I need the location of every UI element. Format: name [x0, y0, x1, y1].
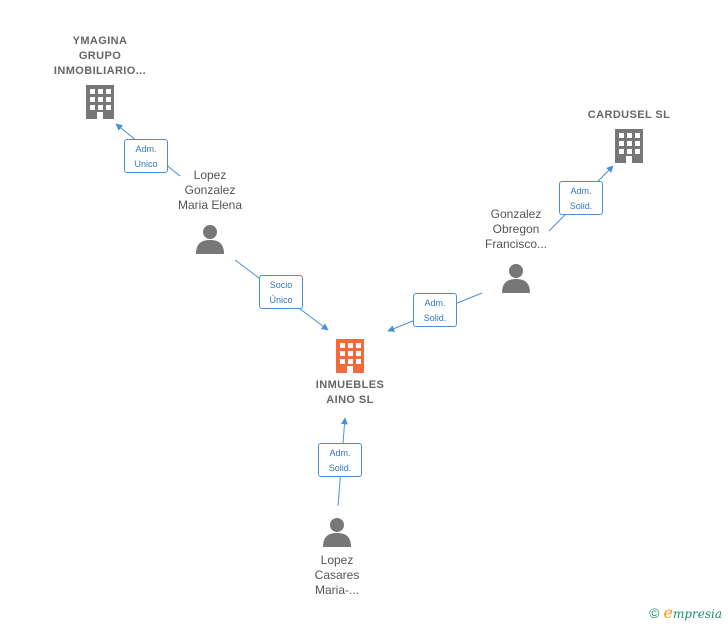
person-icon: [196, 225, 224, 254]
node-inmuebles-aino[interactable]: INMUEBLES AINO SL: [290, 338, 410, 408]
relation-badge-adm-solid[interactable]: Adm. Solid.: [413, 293, 457, 327]
building-icon: [615, 129, 643, 163]
node-gonzalez-obregon[interactable]: Gonzalez Obregon Francisco...: [456, 207, 576, 294]
node-ymagina[interactable]: YMAGINA GRUPO INMOBILIARIO...: [40, 34, 160, 120]
copyright-icon: ©: [649, 605, 660, 621]
node-lopez-casares-label: Lopez Casares Maria-...: [314, 553, 360, 597]
node-lopez-casares[interactable]: Lopez Casares Maria-...: [277, 516, 397, 598]
brand-watermark[interactable]: ©empresia: [649, 603, 722, 622]
building-icon: [336, 339, 364, 373]
brand-logo-text: mpresia: [672, 607, 722, 621]
relation-badge-adm-solid[interactable]: Adm. Solid.: [318, 443, 362, 477]
relation-badge-adm-solid[interactable]: Adm. Solid.: [559, 181, 603, 215]
node-inmuebles-aino-label: INMUEBLES AINO SL: [315, 379, 385, 406]
brand-logo-initial: e: [663, 603, 673, 622]
node-gonzalez-obregon-label: Gonzalez Obregon Francisco...: [484, 207, 547, 251]
relation-badge-adm-unico[interactable]: Adm. Unico: [124, 139, 168, 173]
relation-badge-socio-unico[interactable]: Socio Único: [259, 275, 303, 309]
building-icon: [86, 85, 114, 119]
person-icon: [502, 264, 530, 293]
node-ymagina-label: YMAGINA GRUPO INMOBILIARIO...: [53, 35, 147, 77]
node-cardusel[interactable]: CARDUSEL SL: [569, 108, 689, 164]
node-lopez-gonzalez[interactable]: Lopez Gonzalez Maria Elena: [150, 168, 270, 255]
person-icon: [323, 518, 351, 547]
node-cardusel-label: CARDUSEL SL: [587, 109, 671, 121]
node-lopez-gonzalez-label: Lopez Gonzalez Maria Elena: [177, 168, 243, 212]
